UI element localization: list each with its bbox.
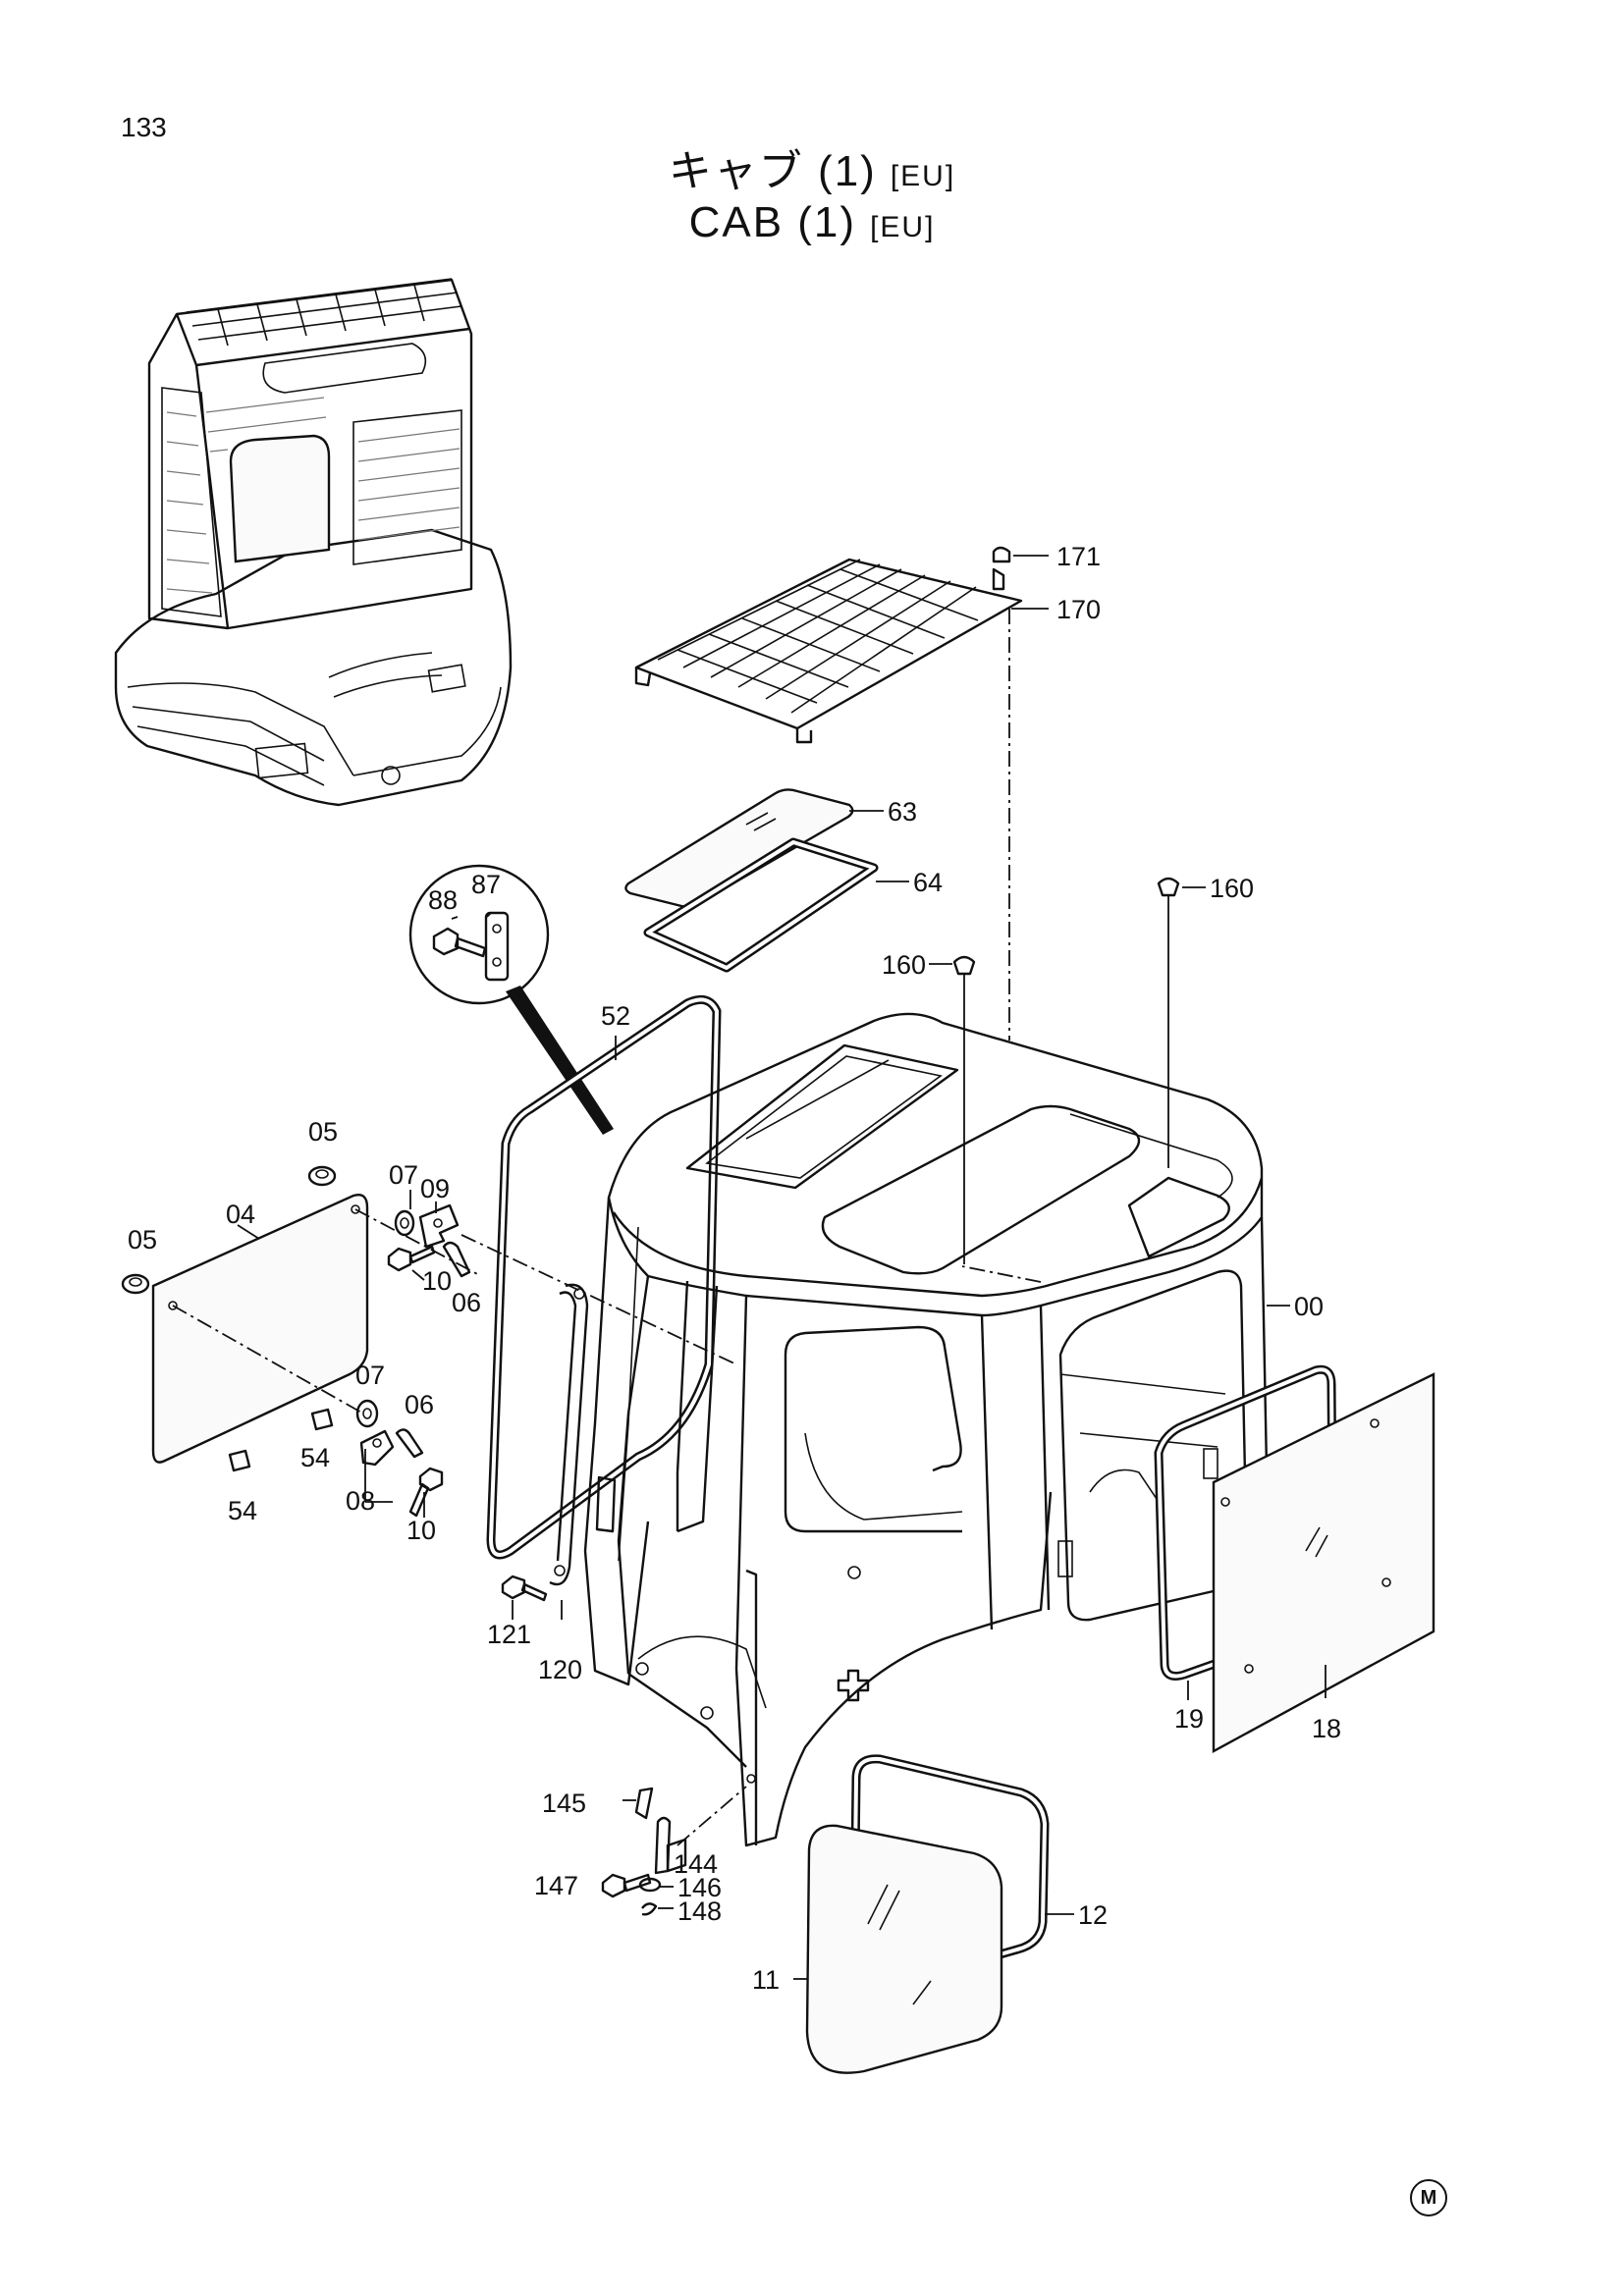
right-window-glass <box>1212 1372 1435 1754</box>
label-04: 04 <box>226 1200 255 1229</box>
label-11: 11 <box>752 1965 780 1995</box>
title-japanese-text: キャブ (1) <box>668 147 877 195</box>
detail-callout <box>408 864 614 1135</box>
rubber-plug-top <box>307 1165 337 1187</box>
label-10-top: 10 <box>422 1266 452 1296</box>
lower-hinge-fittings <box>228 1399 444 1518</box>
handle-bolt <box>501 1575 526 1600</box>
label-07-top: 07 <box>389 1160 418 1190</box>
title-japanese: キャブ (1) [EU] <box>0 135 1624 198</box>
label-146: 146 <box>677 1873 722 1902</box>
page-number: 133 <box>121 112 167 142</box>
callout-labels: 171 170 63 64 160 160 88 87 52 05 05 04 … <box>128 542 1341 1995</box>
plug-right <box>1157 877 1180 897</box>
cab-frame <box>583 1012 1271 1847</box>
label-10-bottom: 10 <box>406 1516 436 1545</box>
title-english-text: CAB (1) <box>688 198 857 246</box>
label-147: 147 <box>534 1871 578 1900</box>
label-54-right: 54 <box>300 1443 330 1472</box>
roof-guard-bolt <box>992 567 1005 591</box>
label-19: 19 <box>1174 1704 1204 1734</box>
label-63: 63 <box>888 797 917 827</box>
label-18: 18 <box>1312 1714 1341 1743</box>
label-12: 12 <box>1078 1900 1108 1930</box>
label-160-left: 160 <box>882 950 926 980</box>
roof-guard <box>634 546 1023 744</box>
label-88: 88 <box>428 885 458 915</box>
label-05-left: 05 <box>128 1225 157 1255</box>
label-145: 145 <box>542 1789 586 1818</box>
overview-cab-illustration <box>114 278 513 807</box>
label-52: 52 <box>601 1001 630 1031</box>
upper-hinge-fittings <box>387 1203 471 1278</box>
label-05-top: 05 <box>308 1117 338 1147</box>
label-171: 171 <box>1056 542 1101 571</box>
title-region-english: [EU] <box>870 211 936 243</box>
plug-left <box>952 955 976 976</box>
label-06-top: 06 <box>452 1288 481 1317</box>
label-06-bottom: 06 <box>405 1390 434 1419</box>
grab-handle <box>549 1283 589 1586</box>
label-00: 00 <box>1294 1292 1324 1321</box>
label-160-right: 160 <box>1210 874 1254 903</box>
roof-glass <box>624 788 854 908</box>
label-144: 144 <box>674 1849 718 1879</box>
side-panel <box>151 1194 369 1464</box>
door-window-glass <box>805 1824 1003 2074</box>
label-148: 148 <box>677 1896 722 1926</box>
rubber-plug-left <box>121 1273 150 1295</box>
label-87: 87 <box>471 870 501 899</box>
door-latch <box>601 1787 687 1916</box>
label-08: 08 <box>346 1486 375 1516</box>
title-english: CAB (1) [EU] <box>0 198 1624 247</box>
label-121: 121 <box>487 1620 531 1649</box>
label-120: 120 <box>538 1655 582 1684</box>
label-64: 64 <box>913 868 943 897</box>
title-region-japanese: [EU] <box>890 160 956 192</box>
label-07-bottom: 07 <box>355 1361 385 1390</box>
label-09: 09 <box>420 1174 450 1203</box>
label-170: 170 <box>1056 595 1101 624</box>
footer-mark: M <box>1410 2179 1447 2216</box>
label-54-left: 54 <box>228 1496 257 1525</box>
